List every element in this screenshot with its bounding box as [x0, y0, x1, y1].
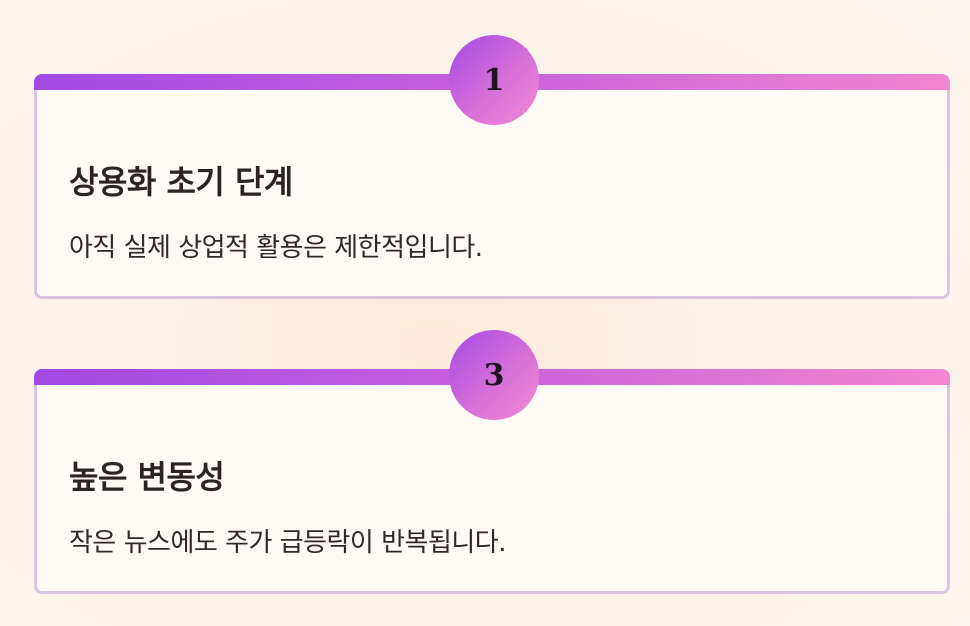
card-description: 작은 뉴스에도 주가 급등락이 반복됩니다. — [69, 528, 506, 558]
number-badge: 1 — [449, 35, 539, 125]
number-badge: 3 — [449, 330, 539, 420]
card-title: 상용화 초기 단계 — [69, 163, 293, 201]
card-description: 아직 실제 상업적 활용은 제한적입니다. — [69, 233, 483, 263]
info-card: 1 상용화 초기 단계 아직 실제 상업적 활용은 제한적입니다. — [34, 35, 950, 299]
info-card: 3 높은 변동성 작은 뉴스에도 주가 급등락이 반복됩니다. — [34, 330, 950, 594]
card-title: 높은 변동성 — [69, 458, 225, 496]
